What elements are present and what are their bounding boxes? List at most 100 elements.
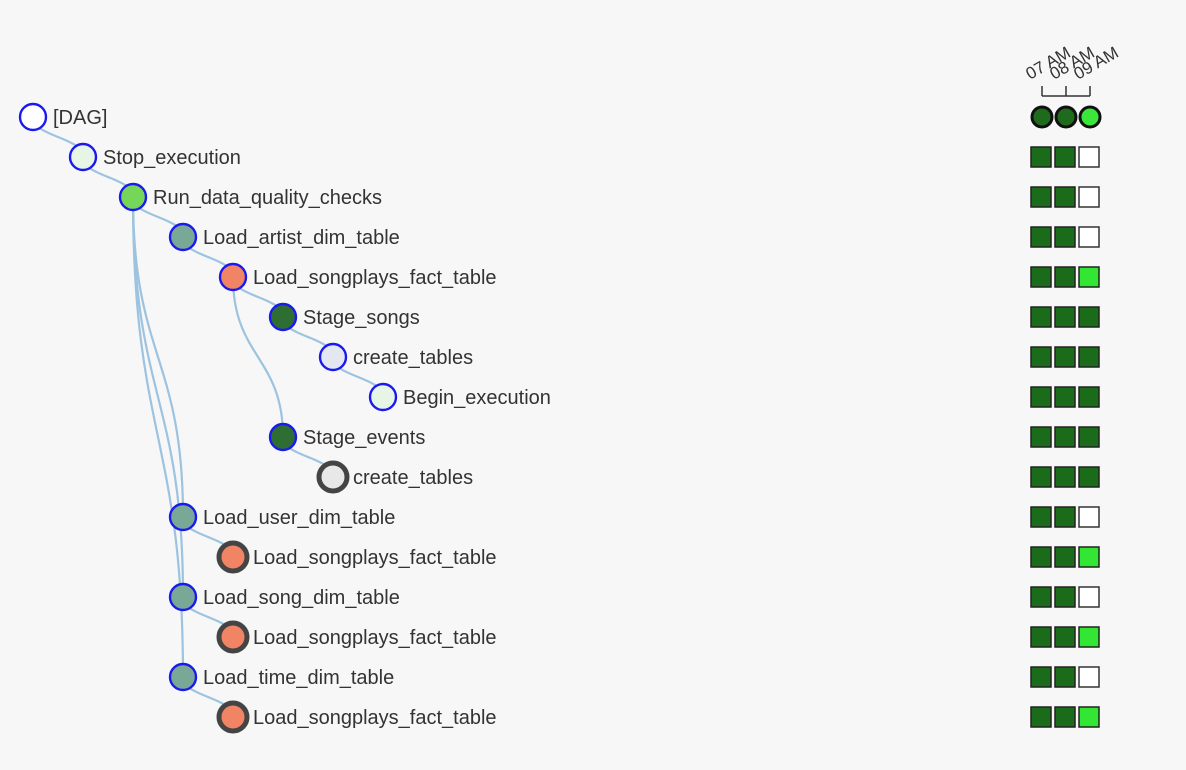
task-status-circle[interactable] xyxy=(168,662,198,692)
task-status-circle[interactable] xyxy=(316,460,350,494)
task-instance-square[interactable] xyxy=(1054,586,1076,608)
task-status-circle[interactable] xyxy=(168,222,198,252)
task-status-circle[interactable] xyxy=(68,142,98,172)
task-instance-square[interactable] xyxy=(1030,306,1052,328)
tree-nodes: [DAG] Stop_executionRun_data_quality_chec… xyxy=(18,102,551,734)
task-status-circle[interactable] xyxy=(216,540,250,574)
task-instance-square[interactable] xyxy=(1054,426,1076,448)
task-status-circle[interactable] xyxy=(168,582,198,612)
task-instance-square[interactable] xyxy=(1030,586,1052,608)
task-instance-square[interactable] xyxy=(1054,346,1076,368)
task-node[interactable]: Load_songplays_fact_table xyxy=(216,700,497,734)
task-instance-square[interactable] xyxy=(1030,546,1052,568)
task-status-circle[interactable] xyxy=(218,262,248,292)
task-instance-square[interactable] xyxy=(1078,546,1100,568)
task-label[interactable]: Load_song_dim_table xyxy=(203,587,400,609)
task-node[interactable]: Stage_events xyxy=(268,422,425,452)
task-instance-square[interactable] xyxy=(1078,586,1100,608)
task-instance-square[interactable] xyxy=(1054,386,1076,408)
task-label[interactable]: Stop_execution xyxy=(103,147,241,169)
task-status-circle[interactable] xyxy=(318,342,348,372)
task-instance-square[interactable] xyxy=(1078,626,1100,648)
task-status-circle[interactable] xyxy=(216,700,250,734)
task-instance-square[interactable] xyxy=(1030,346,1052,368)
task-label[interactable]: Load_songplays_fact_table xyxy=(253,267,497,289)
task-node[interactable]: Load_songplays_fact_table xyxy=(216,620,497,654)
task-instance-square[interactable] xyxy=(1030,506,1052,528)
task-node[interactable]: create_tables xyxy=(318,342,473,372)
task-instance-square[interactable] xyxy=(1054,506,1076,528)
task-status-circle[interactable] xyxy=(268,422,298,452)
task-node[interactable]: Stop_execution xyxy=(68,142,241,172)
task-status-circle[interactable] xyxy=(118,182,148,212)
task-node[interactable]: Load_songplays_fact_table xyxy=(216,540,497,574)
task-instance-square[interactable] xyxy=(1030,666,1052,688)
task-node[interactable]: Load_user_dim_table xyxy=(168,502,395,532)
task-instance-square[interactable] xyxy=(1078,466,1100,488)
task-instance-square[interactable] xyxy=(1078,186,1100,208)
task-node[interactable]: Stage_songs xyxy=(268,302,420,332)
task-node[interactable]: Load_artist_dim_table xyxy=(168,222,400,252)
task-label[interactable]: Load_songplays_fact_table xyxy=(253,627,497,649)
task-status-circle[interactable] xyxy=(216,620,250,654)
task-instance-square[interactable] xyxy=(1030,706,1052,728)
task-instance-square[interactable] xyxy=(1030,386,1052,408)
task-instance-square[interactable] xyxy=(1054,626,1076,648)
task-label[interactable]: Load_artist_dim_table xyxy=(203,227,400,249)
task-instance-square[interactable] xyxy=(1054,706,1076,728)
task-label[interactable]: Begin_execution xyxy=(403,387,551,409)
task-status-circle[interactable] xyxy=(168,502,198,532)
task-status-circle[interactable] xyxy=(368,382,398,412)
task-instance-square[interactable] xyxy=(1054,266,1076,288)
task-node[interactable]: Begin_execution xyxy=(368,382,551,412)
dag-run-circle[interactable] xyxy=(1054,105,1078,129)
task-instance-square[interactable] xyxy=(1030,226,1052,248)
task-instance-square[interactable] xyxy=(1030,266,1052,288)
task-instance-square[interactable] xyxy=(1054,146,1076,168)
task-instance-square[interactable] xyxy=(1030,626,1052,648)
task-label[interactable]: create_tables xyxy=(353,467,473,489)
task-node[interactable]: Load_time_dim_table xyxy=(168,662,394,692)
task-label[interactable]: Load_songplays_fact_table xyxy=(253,707,497,729)
task-instance-square[interactable] xyxy=(1078,506,1100,528)
task-node[interactable]: Load_songplays_fact_table xyxy=(218,262,497,292)
task-instance-square[interactable] xyxy=(1054,186,1076,208)
task-instance-square[interactable] xyxy=(1078,266,1100,288)
task-label[interactable]: Load_time_dim_table xyxy=(203,667,394,689)
task-label[interactable]: Stage_events xyxy=(303,427,425,449)
task-instance-square[interactable] xyxy=(1078,386,1100,408)
dag-run-circle[interactable] xyxy=(1078,105,1102,129)
task-instance-square[interactable] xyxy=(1030,426,1052,448)
task-instance-square[interactable] xyxy=(1030,186,1052,208)
task-node[interactable]: Load_song_dim_table xyxy=(168,582,400,612)
task-instance-square[interactable] xyxy=(1078,346,1100,368)
task-status-circle[interactable] xyxy=(268,302,298,332)
task-node[interactable]: [DAG] xyxy=(18,102,107,132)
task-node[interactable]: Run_data_quality_checks xyxy=(118,182,382,212)
task-label[interactable]: [DAG] xyxy=(53,107,107,129)
task-instance-square[interactable] xyxy=(1078,226,1100,248)
task-instance-square[interactable] xyxy=(1054,666,1076,688)
task-instance-square[interactable] xyxy=(1078,426,1100,448)
task-instance-square[interactable] xyxy=(1054,226,1076,248)
task-label[interactable]: Load_songplays_fact_table xyxy=(253,547,497,569)
task-label[interactable]: Stage_songs xyxy=(303,307,420,329)
task-instance-square[interactable] xyxy=(1030,466,1052,488)
task-node[interactable]: create_tables xyxy=(316,460,473,494)
task-instance-square[interactable] xyxy=(1030,146,1052,168)
task-label[interactable]: create_tables xyxy=(353,347,473,369)
task-instance-square[interactable] xyxy=(1054,546,1076,568)
task-label[interactable]: Run_data_quality_checks xyxy=(153,187,382,209)
task-status-circle[interactable] xyxy=(18,102,48,132)
task-label[interactable]: Load_user_dim_table xyxy=(203,507,395,529)
task-instance-square[interactable] xyxy=(1078,306,1100,328)
dag-run-circle[interactable] xyxy=(1030,105,1054,129)
task-instance-square[interactable] xyxy=(1054,306,1076,328)
task-instance-square[interactable] xyxy=(1054,466,1076,488)
task-instance-square[interactable] xyxy=(1078,706,1100,728)
task-instance-square[interactable] xyxy=(1078,666,1100,688)
task-instance-square[interactable] xyxy=(1078,146,1100,168)
tree-link xyxy=(231,276,285,438)
